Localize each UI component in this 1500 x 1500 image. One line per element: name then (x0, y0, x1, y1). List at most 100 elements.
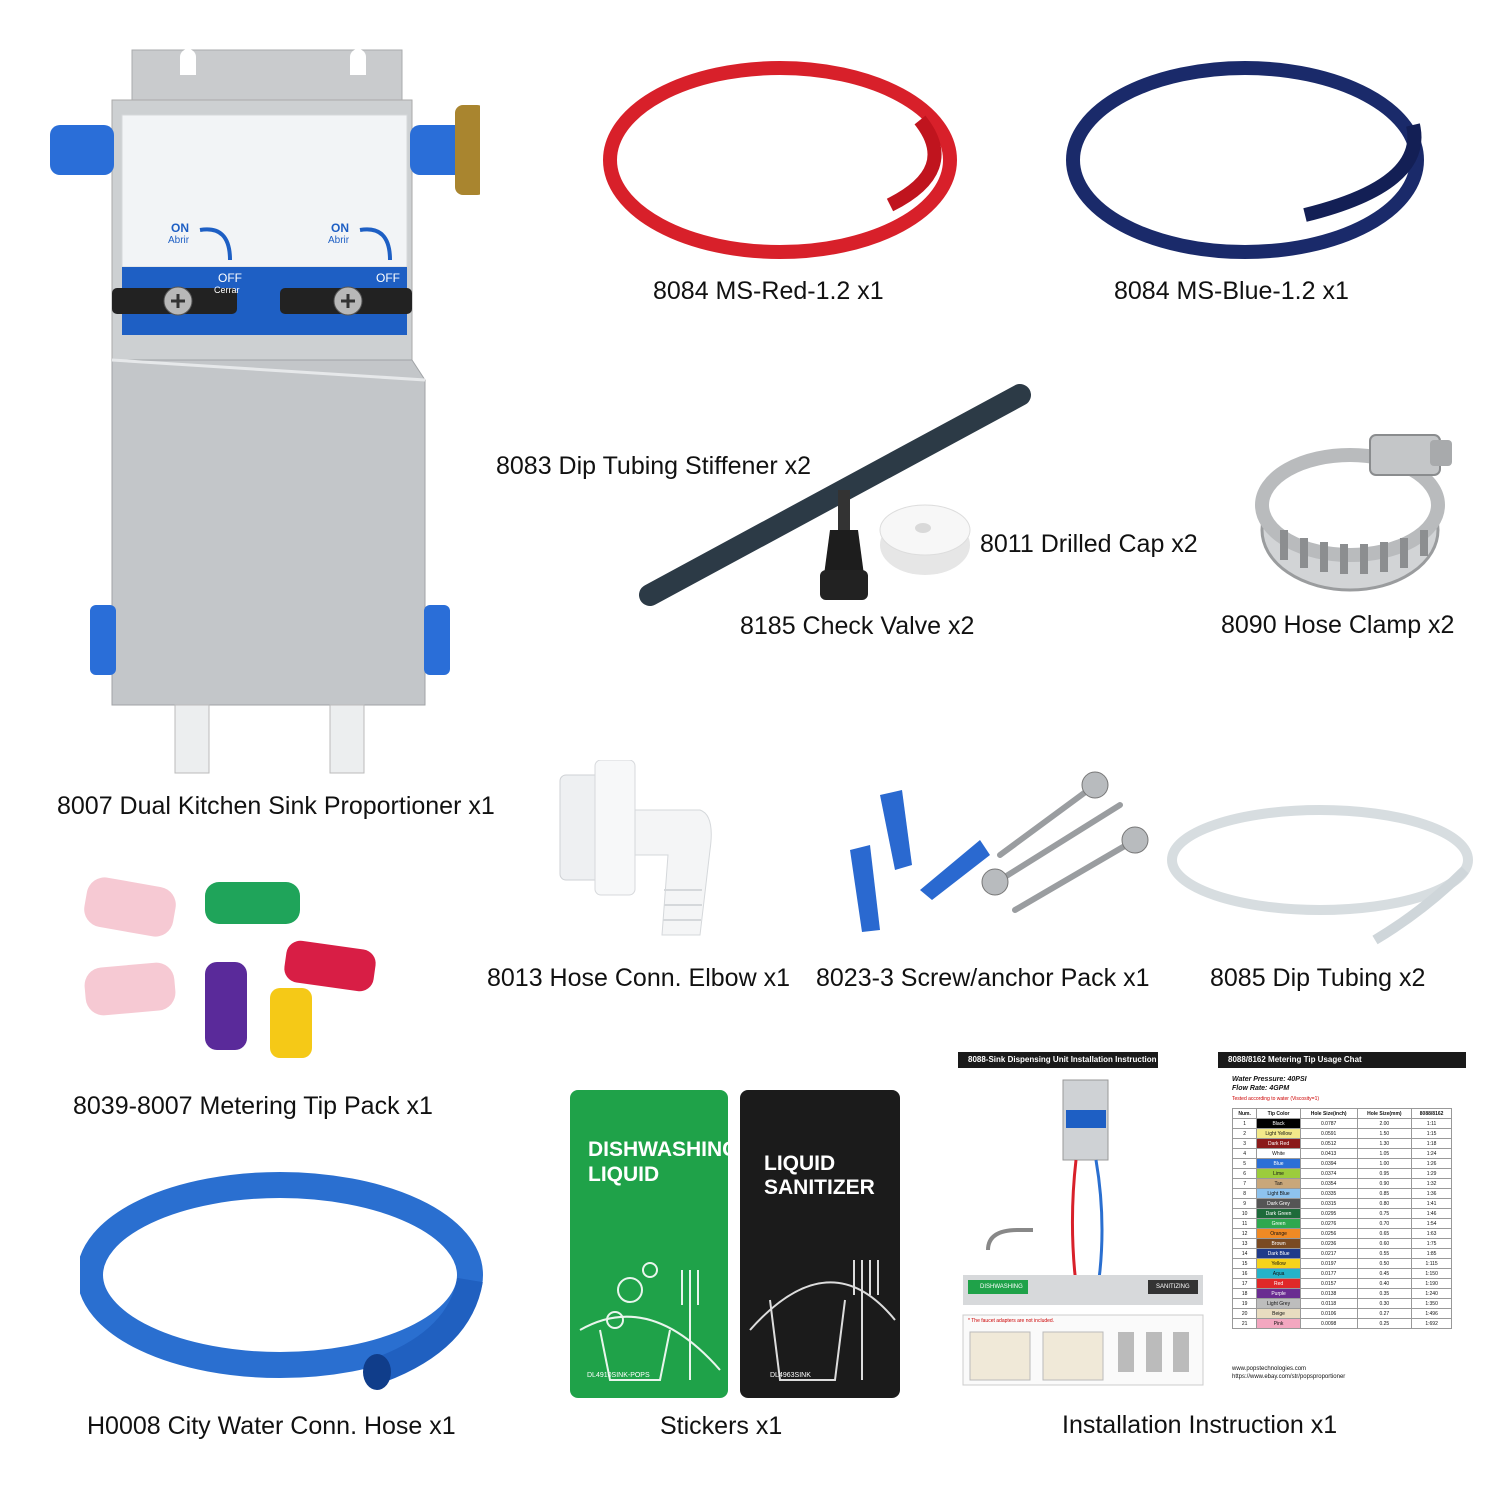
table-cell: 0.0118 (1299, 1298, 1358, 1309)
table-cell: 1:24 (1411, 1148, 1452, 1159)
table-cell: 14 (1231, 1248, 1258, 1259)
table-cell: 0.0787 (1299, 1118, 1358, 1129)
instruction-san-label: SANITIZING (1156, 1284, 1190, 1290)
panel-cerrar-left: Cerrar (214, 285, 240, 295)
san-code: DL4963SINK (770, 1372, 811, 1379)
table-cell: 6 (1231, 1168, 1258, 1179)
table-cell: 1:63 (1411, 1228, 1452, 1239)
table-cell: 1.05 (1356, 1148, 1413, 1159)
table-cell: 1:692 (1411, 1318, 1452, 1329)
table-cell: 1:32 (1411, 1178, 1452, 1189)
sanitizer-sticker (740, 1090, 900, 1398)
tip-table-header: Num. (1231, 1108, 1258, 1119)
table-cell: 1:75 (1411, 1238, 1452, 1249)
panel-abrir-left: Abrir (168, 235, 190, 246)
san-line1: LIQUID (764, 1152, 836, 1175)
table-cell: 0.0098 (1299, 1318, 1358, 1329)
table-cell: 0.75 (1356, 1208, 1413, 1219)
table-cell: 0.0591 (1299, 1128, 1358, 1139)
tip-color-cell: Red (1256, 1278, 1301, 1289)
check-valve-label: 8185 Check Valve x2 (740, 612, 975, 640)
instruction-note: * The faucet adapters are not included. (968, 1318, 1055, 1324)
table-cell: 0.90 (1356, 1178, 1413, 1189)
table-cell: 1:240 (1411, 1288, 1452, 1299)
table-cell: 13 (1231, 1238, 1258, 1249)
drilled-cap-label: 8011 Drilled Cap x2 (980, 530, 1198, 558)
table-cell: 1:54 (1411, 1218, 1452, 1229)
tip-table-header: Hole Size(mm) (1356, 1108, 1413, 1119)
tip-color-cell: Aqua (1256, 1268, 1301, 1279)
table-cell: 1:350 (1411, 1298, 1452, 1309)
table-cell: 0.0236 (1299, 1238, 1358, 1249)
hose-clamp-image (1255, 434, 1452, 592)
ebay-url: https://www.ebay.com/str/popsproportione… (1232, 1374, 1346, 1380)
table-cell: 0.0315 (1299, 1198, 1358, 1209)
stickers-label: Stickers x1 (660, 1412, 783, 1440)
tip-chart-page: 8088/8162 Metering Tip Usage Chat Water … (1218, 1052, 1466, 1392)
table-cell: 0.27 (1356, 1308, 1413, 1319)
tip-color-cell: White (1256, 1148, 1301, 1159)
table-cell: 0.0217 (1299, 1248, 1358, 1259)
tip-color-cell: Tan (1256, 1178, 1301, 1189)
tip-color-cell: Lime (1256, 1168, 1301, 1179)
tip-color-cell: Dark Red (1256, 1138, 1301, 1149)
water-pressure: Water Pressure: 40PSI (1232, 1076, 1307, 1083)
water-hose-image (80, 1172, 483, 1390)
table-cell: 0.0413 (1299, 1148, 1358, 1159)
table-cell: 0.95 (1356, 1168, 1413, 1179)
elbow-image (559, 760, 712, 936)
tip-color-cell: Yellow (1256, 1258, 1301, 1269)
instruction-diagram (962, 1079, 1204, 1386)
table-cell: 0.0335 (1299, 1188, 1358, 1199)
tip-color-cell: Dark Green (1256, 1208, 1301, 1219)
table-cell: 1:46 (1411, 1208, 1452, 1219)
table-cell: 1.50 (1356, 1128, 1413, 1139)
tip-color-cell: Light Grey (1256, 1298, 1301, 1309)
table-cell: 20 (1231, 1308, 1258, 1319)
table-cell: 0.55 (1356, 1248, 1413, 1259)
tip-color-cell: Orange (1256, 1228, 1301, 1239)
screw-pack-label: 8023-3 Screw/anchor Pack x1 (816, 964, 1150, 992)
table-cell: 0.0106 (1299, 1308, 1358, 1319)
table-cell: 0.0157 (1299, 1278, 1358, 1289)
panel-on-right: ON (331, 221, 349, 235)
proportioner-image (50, 49, 480, 774)
table-cell: 1.00 (1356, 1158, 1413, 1169)
table-cell: 4 (1231, 1148, 1258, 1159)
table-cell: 1:496 (1411, 1308, 1452, 1319)
table-cell: 19 (1231, 1298, 1258, 1309)
tip-color-cell: Light Yellow (1256, 1128, 1301, 1139)
panel-abrir-right: Abrir (328, 235, 350, 246)
table-cell: 0.0276 (1299, 1218, 1358, 1229)
table-cell: 2.00 (1356, 1118, 1413, 1129)
table-cell: 0.0256 (1299, 1228, 1358, 1239)
table-cell: 0.0512 (1299, 1138, 1358, 1149)
table-cell: 1 (1231, 1118, 1258, 1129)
table-cell: 0.45 (1356, 1268, 1413, 1279)
instruction-label: Installation Instruction x1 (1062, 1411, 1338, 1439)
instruction-dish-label: DISHWASHING (980, 1284, 1023, 1290)
tip-color-cell: Black (1256, 1118, 1301, 1129)
table-cell: 2 (1231, 1128, 1258, 1139)
table-cell: 0.70 (1356, 1218, 1413, 1229)
table-cell: 1:29 (1411, 1168, 1452, 1179)
table-cell: 15 (1231, 1258, 1258, 1269)
panel-on-left: ON (171, 221, 189, 235)
table-cell: 18 (1231, 1288, 1258, 1299)
blue-tube-label: 8084 MS-Blue-1.2 x1 (1114, 277, 1349, 305)
blue-tube-image (1066, 61, 1424, 259)
tip-table-header: Hole Size(inch) (1299, 1108, 1358, 1119)
instruction-diagram-page: 8088-Sink Dispensing Unit Installation I… (958, 1052, 1208, 1392)
table-cell: 1:150 (1411, 1268, 1452, 1279)
table-cell: 1:11 (1411, 1118, 1452, 1129)
